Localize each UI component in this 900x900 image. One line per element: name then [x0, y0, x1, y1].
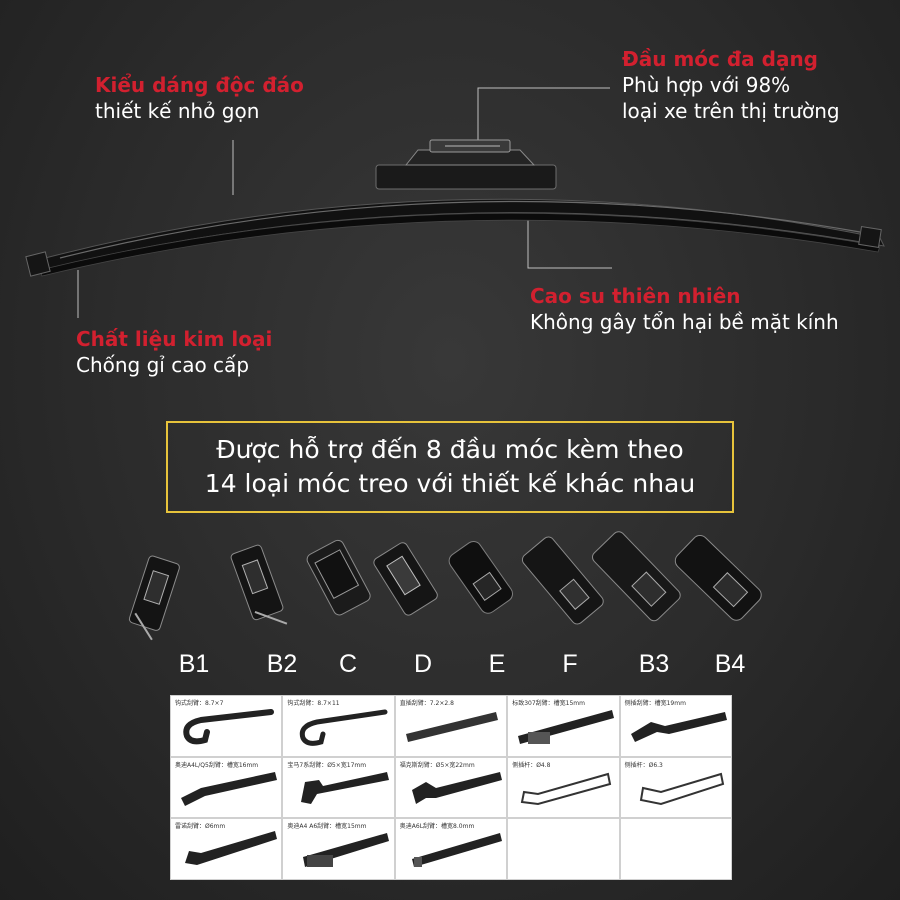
- hook-adapter-d: [373, 542, 438, 616]
- arm-caption: 钩式刮臂：8.7×7: [175, 700, 224, 707]
- leader-line-mid-right: [527, 218, 612, 269]
- support-callout-line2: 14 loại móc treo với thiết kế khác nhau: [204, 469, 696, 498]
- arm-cell: 标致307刮臂：槽宽15mm: [507, 695, 620, 757]
- arm-cell: 侧插杆：Ø6.3: [619, 756, 732, 819]
- arm-caption: 侧插杆：Ø4.8: [512, 761, 551, 769]
- arm-caption: 钩式刮臂：8.7×11: [287, 700, 340, 707]
- hook-label-b4: B4: [714, 650, 746, 678]
- connector-base: [375, 164, 557, 190]
- annotation-metal: Chất liệu kim loại Chống gỉ cao cấp: [76, 326, 272, 378]
- hook-adapters-row: [128, 531, 762, 641]
- arm-cell: 雷诺刮臂：Ø6mm: [170, 818, 283, 880]
- blade-end-right: [858, 225, 882, 249]
- arm-caption: 侧插杆：Ø6.3: [624, 761, 663, 769]
- hook-adapter-b2: [230, 544, 288, 625]
- arm-cell: 宝马7系刮臂：Ø5×宽17mm: [282, 756, 395, 819]
- pin-arm-icon: [301, 771, 390, 804]
- straight-arm-icon: [405, 712, 498, 742]
- annotation-design-text: thiết kế nhỏ gọn: [95, 99, 260, 123]
- annotation-metal-title: Chất liệu kim loại: [76, 327, 273, 351]
- arm-caption: 宝马7系刮臂：Ø5×宽17mm: [287, 761, 367, 769]
- hook-adapter-c: [306, 539, 371, 616]
- hook-arm-icon: [300, 709, 388, 746]
- arm-caption: 直插刮臂：7.2×2.8: [399, 700, 454, 707]
- arm-caption: 侧插刮臂：槽宽19mm: [624, 700, 686, 707]
- arm-caption: 福克斯刮臂：Ø5×宽22mm: [399, 761, 475, 769]
- hook-arm-icon: [183, 709, 274, 745]
- arm-cell: 福克斯刮臂：Ø5×宽22mm: [394, 756, 508, 819]
- slot-arm-icon: [518, 710, 615, 744]
- empty-cell: [619, 818, 732, 880]
- side-pin-icon: [520, 772, 612, 805]
- arm-cell: 奥迪A6L刮臂：槽宽8.0mm: [394, 818, 508, 880]
- annotation-design: Kiểu dáng độc đáo thiết kế nhỏ gọn: [95, 72, 304, 124]
- arm-caption: 奥迪A4 A6刮臂：槽宽15mm: [287, 823, 367, 831]
- empty-cell: [507, 818, 620, 880]
- arm-cell: 钩式刮臂：8.7×7: [170, 695, 283, 757]
- hook-label-b1: B1: [178, 650, 210, 678]
- support-callout-line1: Được hỗ trợ đến 8 đầu móc kèm theo: [216, 435, 684, 465]
- side-arm-icon: [630, 712, 727, 742]
- annotation-hooks-title: Đầu móc đa dạng: [622, 47, 818, 71]
- annotation-rubber-text: Không gây tổn hại bề mặt kính: [530, 310, 839, 334]
- slot-arm-icon: [411, 833, 502, 868]
- annotation-rubber-title: Cao su thiên nhiên: [530, 284, 741, 308]
- blade-rubber: [39, 212, 881, 277]
- annotation-hooks-line2: loại xe trên thị trường: [622, 99, 840, 123]
- arm-caption: 雷诺刮臂：Ø6mm: [175, 823, 226, 831]
- wiper-arm-grid: 钩式刮臂：8.7×7 钩式刮臂：8.7×11 直插刮臂：7.2×2.8 标致30…: [170, 695, 732, 880]
- hook-adapter-b1: [128, 555, 180, 641]
- blade-highlight: [59, 200, 861, 259]
- blade-end-left: [25, 251, 51, 277]
- arm-caption: 标致307刮臂：槽宽15mm: [512, 700, 585, 707]
- hook-label-f: F: [562, 650, 578, 678]
- hook-label-d: D: [413, 650, 433, 678]
- slot-arm-icon: [181, 771, 277, 806]
- pin-arm-icon: [411, 771, 502, 804]
- connector-adapter: [404, 149, 536, 166]
- leader-line-top-right: [477, 87, 610, 148]
- hook-adapter-f: [521, 536, 604, 625]
- arm-cell: 直插刮臂：7.2×2.8: [394, 695, 508, 757]
- arm-caption: 奥迪A4L/Q5刮臂：槽宽16mm: [175, 761, 259, 769]
- arm-caption: 奥迪A6L刮臂：槽宽8.0mm: [399, 823, 475, 831]
- hook-adapter-b4: [674, 535, 762, 621]
- arm-cell: 钩式刮臂：8.7×11: [282, 695, 395, 757]
- arm-cell: 侧插杆：Ø4.8: [507, 756, 620, 819]
- arm-cell: 奥迪A4 A6刮臂：槽宽15mm: [282, 818, 395, 880]
- support-callout-box: Được hỗ trợ đến 8 đầu móc kèm theo 14 lo…: [166, 421, 734, 513]
- hook-label-e: E: [488, 650, 506, 678]
- hook-label-c: C: [338, 650, 358, 678]
- side-pin-icon: [639, 772, 724, 805]
- hook-label-b3: B3: [638, 650, 670, 678]
- pin-arm-icon: [185, 831, 277, 866]
- arm-cell: 侧插刮臂：槽宽19mm: [619, 695, 732, 757]
- annotation-metal-text: Chống gỉ cao cấp: [76, 353, 250, 377]
- hook-adapter-b3: [591, 531, 681, 622]
- annotation-hooks-line1: Phù hợp với 98%: [622, 73, 791, 97]
- arm-cell: 奥迪A4L/Q5刮臂：槽宽16mm: [170, 756, 283, 819]
- slot-arm-icon: [303, 833, 390, 868]
- hook-label-b2: B2: [266, 650, 298, 678]
- annotation-rubber: Cao su thiên nhiên Không gây tổn hại bề …: [530, 283, 839, 335]
- hook-adapter-e: [448, 540, 513, 614]
- annotation-design-title: Kiểu dáng độc đáo: [95, 73, 304, 97]
- wiper-blade-illustration: [25, 87, 885, 318]
- annotation-hooks: Đầu móc đa dạng Phù hợp với 98% loại xe …: [622, 46, 840, 124]
